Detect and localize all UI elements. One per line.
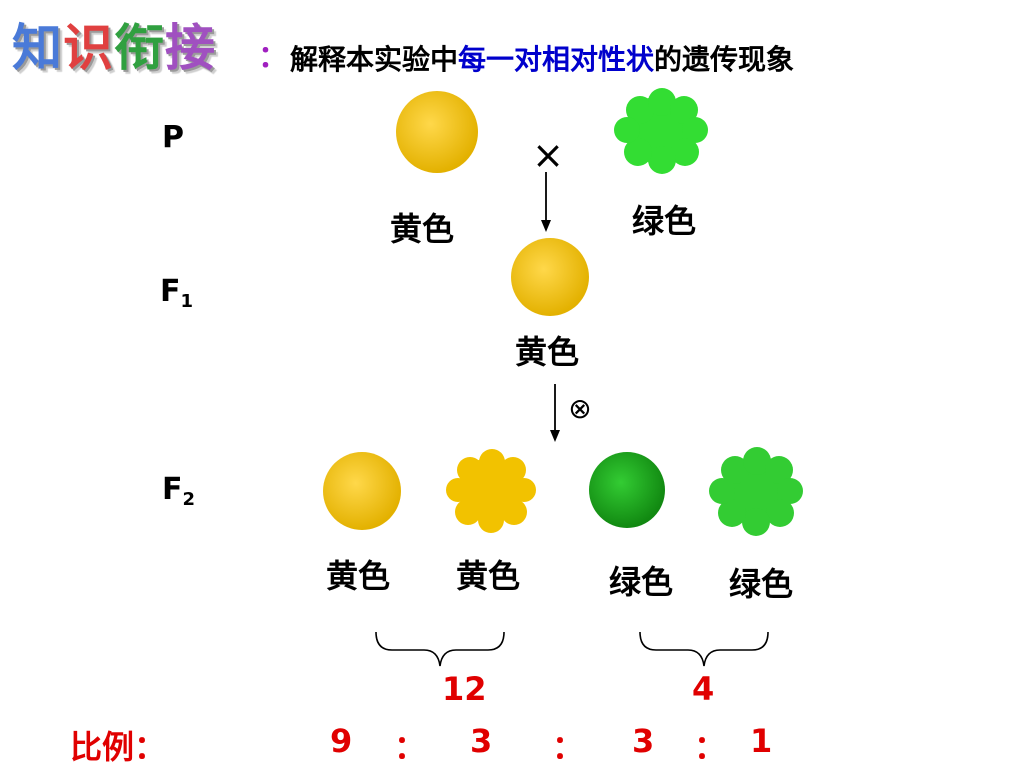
- title-decoration: 知识衔接: [12, 18, 216, 78]
- parent-green-label: 绿色: [632, 202, 697, 240]
- title-char-2: 识: [63, 18, 114, 77]
- f2-sub: 2: [182, 489, 196, 510]
- f2-yellow-wrinkled-pea: [446, 449, 536, 533]
- title-text-highlight: 每一对相对性状: [458, 43, 655, 76]
- yellow-group-total: 12: [442, 670, 487, 708]
- f2-label-1: 黄色: [326, 557, 391, 595]
- f2-label-2: 黄色: [456, 557, 521, 595]
- parent-green-wrinkled-pea: [614, 88, 708, 174]
- f2-base: F: [162, 472, 183, 507]
- f2-green-wrinkled-pea: [709, 447, 803, 536]
- title-text-after: 的遗传现象: [654, 43, 795, 76]
- title-char-1: 知: [12, 18, 63, 77]
- generation-f2-label: F2: [162, 472, 195, 510]
- ratio-label: 比例：: [70, 728, 167, 766]
- ratio-value-3: 3: [632, 722, 655, 760]
- ratio-separator-3: ：: [694, 728, 727, 766]
- ratio-separator-1: ：: [394, 728, 427, 766]
- title-char-3: 衔: [114, 18, 165, 77]
- f1-yellow-round-pea: [511, 238, 589, 316]
- f2-yellow-round-pea: [323, 452, 401, 530]
- f2-label-3: 绿色: [609, 563, 674, 601]
- brace-yellow-group: [375, 631, 505, 667]
- parent-yellow-round-pea: [396, 91, 478, 173]
- f1-label: 黄色: [515, 333, 580, 371]
- brace-green-group: [639, 631, 769, 667]
- f2-label-4: 绿色: [729, 565, 794, 603]
- arrow-p-to-f1: [541, 172, 551, 232]
- arrow-f1-to-f2: [550, 384, 560, 442]
- parent-yellow-label: 黄色: [390, 210, 455, 248]
- title-char-4: 接: [165, 18, 216, 77]
- self-cross-symbol: ⊗: [568, 392, 591, 425]
- ratio-value-2: 3: [470, 722, 493, 760]
- title-text-before: 解释本实验中: [290, 43, 459, 76]
- f1-base: F: [160, 274, 181, 309]
- cross-symbol: ×: [532, 133, 564, 177]
- ratio-value-1: 9: [330, 722, 353, 760]
- f2-green-round-pea: [589, 452, 665, 528]
- f1-sub: 1: [180, 291, 194, 312]
- green-group-total: 4: [692, 670, 715, 708]
- page-title: 解释本实验中每一对相对性状的遗传现象: [290, 38, 794, 78]
- title-colon: ：: [258, 40, 288, 75]
- ratio-value-4: 1: [750, 722, 773, 760]
- generation-p-label: P: [162, 120, 184, 155]
- ratio-separator-2: ：: [552, 728, 585, 766]
- generation-f1-label: F1: [160, 274, 193, 312]
